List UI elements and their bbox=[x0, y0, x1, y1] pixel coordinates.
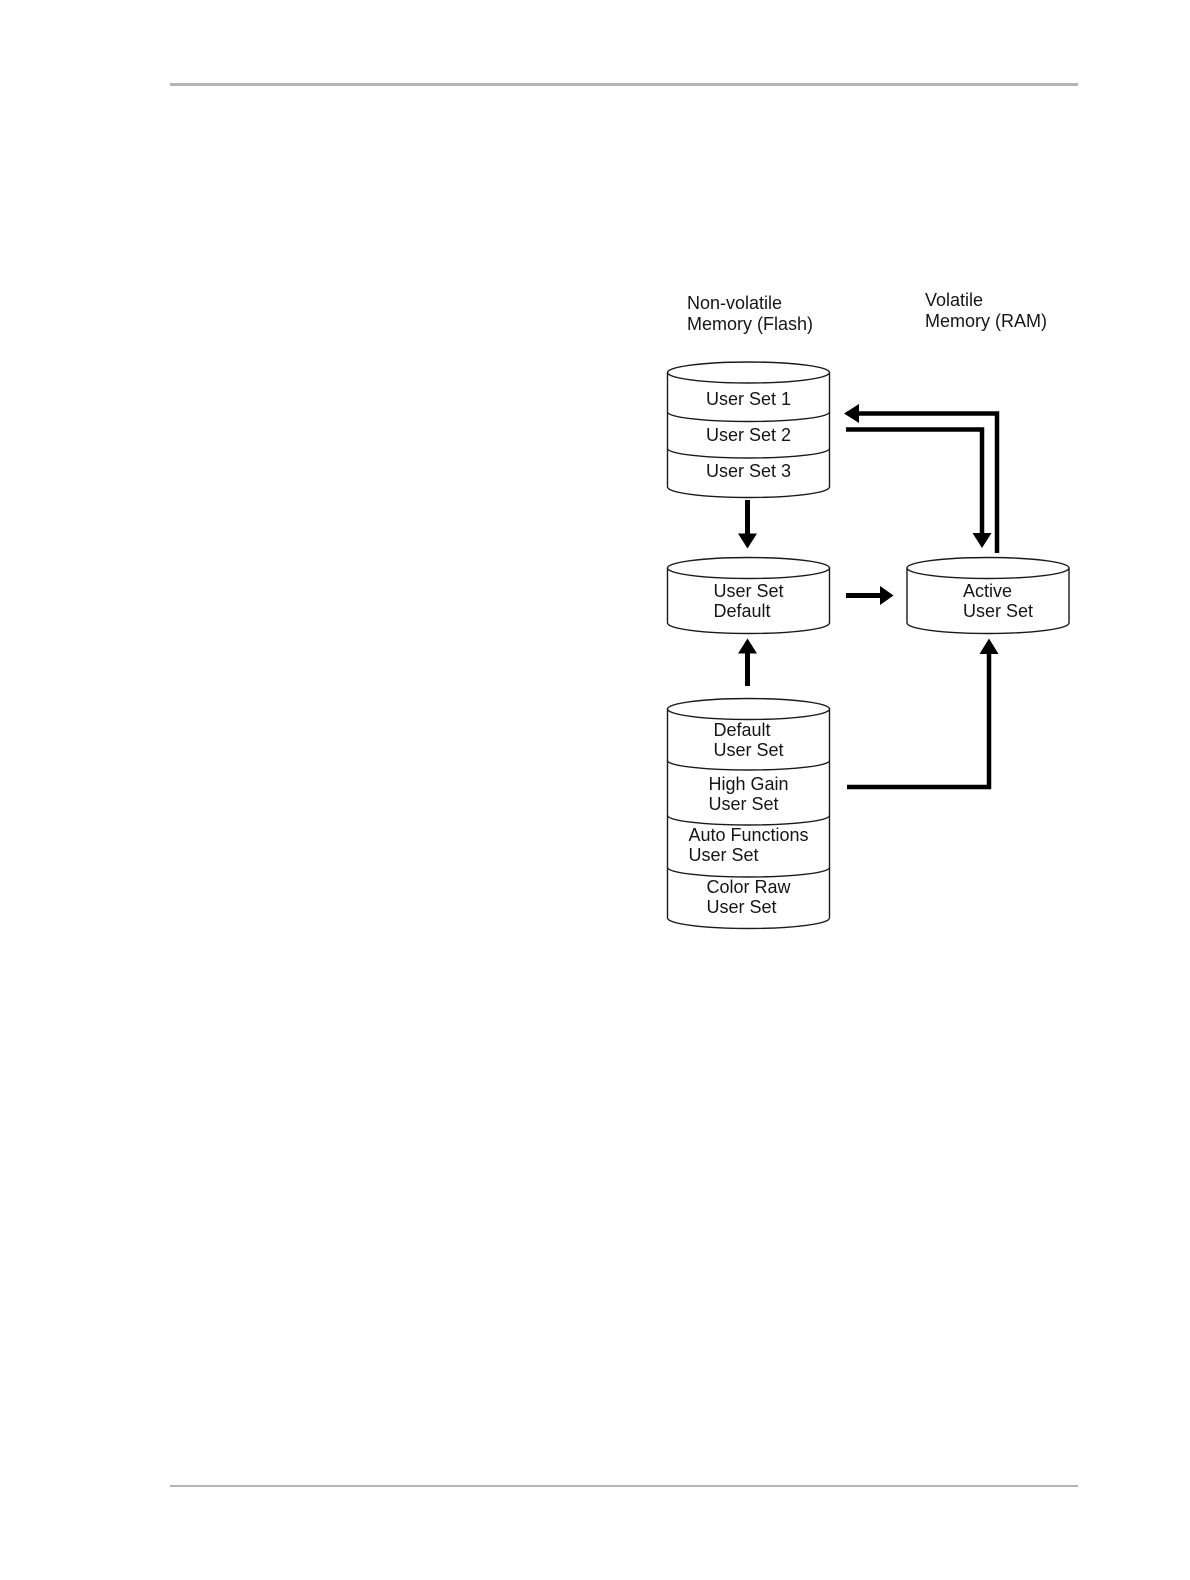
active-user-set-label: Active User Set bbox=[917, 581, 1079, 621]
user-set-default-cylinder bbox=[666, 556, 831, 635]
flash-cylinder-divider-2 bbox=[666, 448, 831, 459]
diagram-arrows bbox=[738, 404, 1000, 790]
auto-functions-user-set-label: Auto Functions User Set bbox=[667, 825, 830, 865]
factory-cylinder bbox=[666, 697, 831, 930]
auto-functions-user-set-line1: Auto Functions bbox=[688, 825, 809, 845]
default-user-set-line1: Default bbox=[713, 720, 771, 740]
flash-memory-label-line2: Memory (Flash) bbox=[687, 314, 814, 334]
footer-rule bbox=[170, 1485, 1078, 1487]
flash-cylinder bbox=[666, 361, 831, 499]
flash-cylinder-body bbox=[666, 372, 831, 499]
active-user-set-body bbox=[906, 568, 1070, 635]
flash-memory-label-line1: Non-volatile bbox=[687, 293, 783, 313]
active-user-set-top bbox=[906, 556, 1070, 580]
arrow-factory-to-default bbox=[738, 638, 757, 686]
arrow-save-active-to-flash bbox=[844, 404, 1000, 553]
user-set-default-label: User Set Default bbox=[667, 581, 830, 621]
header-rule bbox=[170, 83, 1078, 86]
user-set-2-label: User Set 2 bbox=[705, 425, 792, 445]
ram-memory-label-line2: Memory (RAM) bbox=[925, 311, 1047, 331]
user-set-default-line2: Default bbox=[713, 601, 771, 621]
color-raw-user-set-label: Color Raw User Set bbox=[667, 877, 830, 917]
factory-cylinder-divider-3 bbox=[666, 867, 831, 878]
high-gain-user-set-label: High Gain User Set bbox=[667, 774, 830, 814]
user-set-default-body bbox=[666, 568, 831, 635]
active-user-set-line1: Active bbox=[962, 581, 1013, 601]
factory-cylinder-divider-2 bbox=[666, 815, 831, 826]
active-user-set-line2: User Set bbox=[962, 601, 1034, 621]
arrow-flash-to-default bbox=[738, 500, 757, 549]
user-set-1-label: User Set 1 bbox=[705, 389, 792, 409]
high-gain-user-set-line1: High Gain bbox=[708, 774, 789, 794]
ram-memory-label-line1: Volatile bbox=[925, 290, 984, 310]
active-user-set-cylinder bbox=[906, 556, 1070, 635]
arrow-default-to-active bbox=[846, 586, 894, 605]
flash-memory-label: Non-volatile Memory (Flash) bbox=[687, 293, 813, 335]
user-set-default-line1: User Set bbox=[713, 581, 784, 601]
auto-functions-user-set-line2: User Set bbox=[688, 845, 759, 865]
factory-cylinder-top bbox=[666, 697, 831, 721]
high-gain-user-set-line2: User Set bbox=[708, 794, 779, 814]
color-raw-user-set-line2: User Set bbox=[706, 897, 777, 917]
default-user-set-label: Default User Set bbox=[667, 720, 830, 760]
ram-memory-label: Volatile Memory (RAM) bbox=[925, 290, 1047, 332]
flash-cylinder-top bbox=[666, 361, 831, 384]
default-user-set-line2: User Set bbox=[713, 740, 784, 760]
user-set-default-top bbox=[666, 556, 831, 580]
factory-cylinder-body bbox=[666, 709, 831, 930]
factory-cylinder-divider-1 bbox=[666, 760, 831, 771]
user-set-3-label: User Set 3 bbox=[705, 461, 792, 481]
arrow-load-flash-to-active bbox=[846, 427, 992, 548]
color-raw-user-set-line1: Color Raw bbox=[706, 877, 791, 897]
arrow-factory-to-active bbox=[847, 638, 999, 790]
flash-cylinder-divider-1 bbox=[666, 411, 831, 423]
